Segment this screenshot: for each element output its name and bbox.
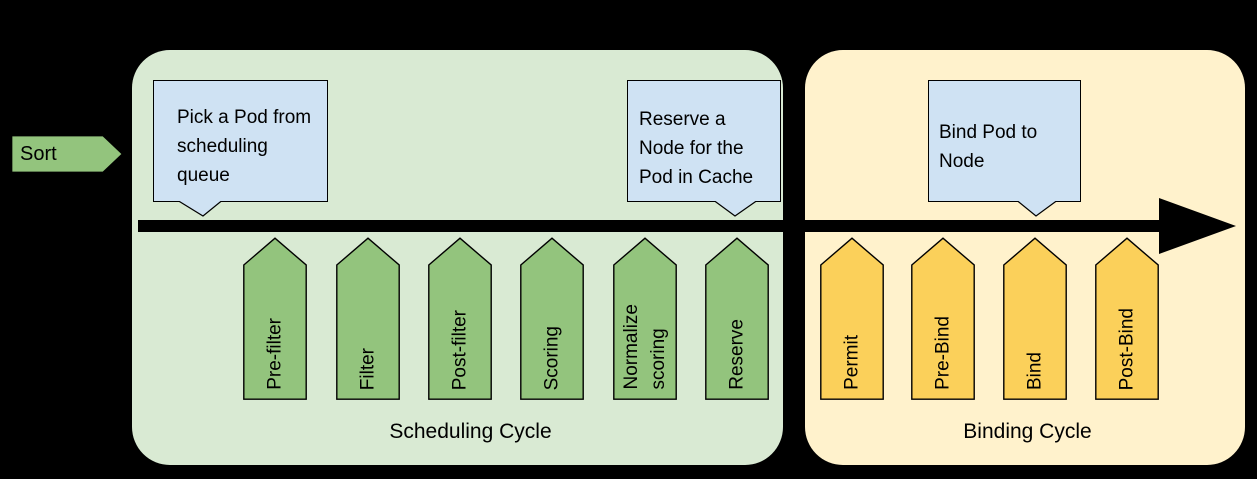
callout-tail-icon — [1017, 200, 1057, 217]
callout-bind-pod: Bind Pod to Node — [928, 80, 1081, 202]
scheduling-cycle-title: Scheduling Cycle — [389, 420, 552, 443]
stage-arrow-pre-bind: Pre-Bind — [911, 237, 975, 400]
callout-tail-icon — [714, 200, 757, 217]
stage-arrow-permit: Permit — [820, 237, 884, 400]
stage-arrow-bind: Bind — [1003, 237, 1067, 400]
stage-label: Pre-filter — [264, 318, 286, 390]
stage-label: Reserve — [726, 319, 748, 390]
callout-reserve-node: Reserve a Node for the Pod in Cache — [627, 80, 781, 202]
stage-label: Scoring — [541, 325, 563, 390]
stage-arrow-reserve: Reserve — [705, 237, 769, 400]
stage-label: Filter — [357, 347, 379, 390]
stage-label: Permit — [841, 335, 863, 390]
stage-label: Post-filter — [449, 309, 471, 390]
callout-tail-icon — [178, 200, 222, 217]
stage-arrow-pre-filter: Pre-filter — [243, 237, 307, 400]
stage-label: Pre-Bind — [932, 316, 954, 390]
stage-arrow-filter: Filter — [336, 237, 400, 400]
binding-cycle-title: Binding Cycle — [963, 420, 1092, 443]
stage-arrow-post-filter: Post-filter — [428, 237, 492, 400]
stage-label: Post-Bind — [1116, 307, 1138, 390]
stage-arrow-post-bind: Post-Bind — [1095, 237, 1159, 400]
stage-arrow-normalize-scoring: Normalize scoring — [613, 237, 677, 400]
stage-arrow-scoring: Scoring — [520, 237, 584, 400]
stage-label: Bind — [1024, 351, 1046, 390]
sort-label: Sort — [20, 142, 57, 165]
callout-pick-pod: Pick a Pod from scheduling queue — [153, 80, 328, 202]
stage-label: Normalize scoring — [621, 304, 669, 390]
